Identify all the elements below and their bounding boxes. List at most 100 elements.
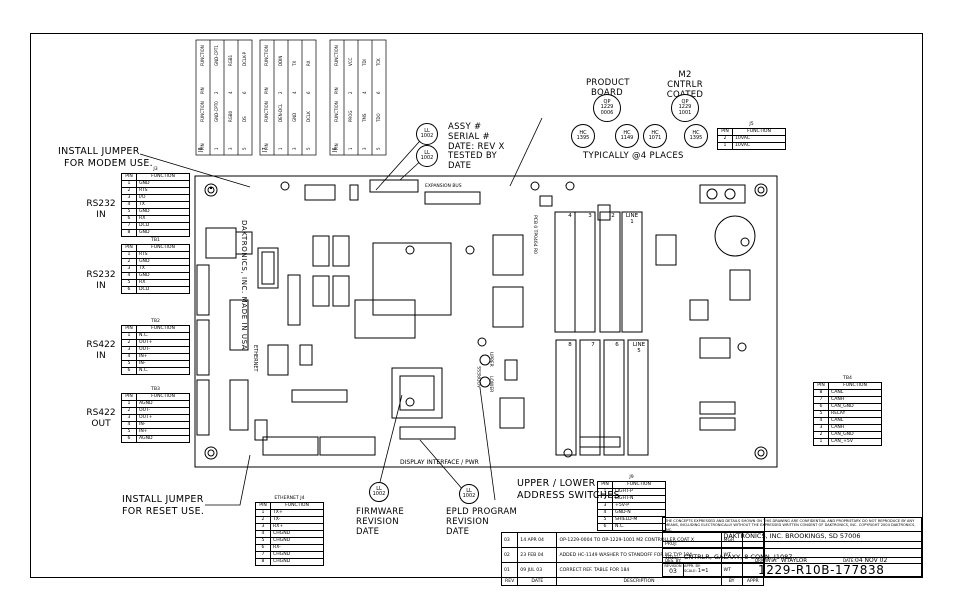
rotated-cell: TCK [376,58,381,66]
connector-number: 7 [591,342,595,348]
pin-number: 2 [121,187,137,195]
rotated-cell: PIN [334,87,339,94]
date-label: DATE: [843,558,855,563]
pin-number: 1 [121,332,137,340]
pin-function: OUT+ [136,339,190,347]
pin-function: RX [136,279,190,287]
pin-function: DCD [136,286,190,294]
rotated-cell: 3 [228,147,233,150]
revision-header-cell: DESCRIPTION [556,577,722,586]
pin-function: RX- [270,544,324,552]
rotated-cell: FUNCTION [200,45,205,66]
revision-cell: 01 [500,562,519,578]
rotated-cell: FUNCTION [334,101,339,122]
pin-number: 2 [121,407,137,415]
rotated-cell: 2 [278,91,283,94]
pin-table-title: TB2 [151,319,160,324]
pin-function: IN+ [136,353,190,361]
pin-number: 6 [255,544,271,552]
des-label: DES. BY: [665,558,682,563]
connector-number: 8 [568,342,572,348]
pin-number: 8 [121,229,137,237]
pin-function: RTS [136,251,190,259]
pin-table-header: PIN [717,128,733,136]
board-maker-text: DAKTRONICS, INC. MADE IN USA [240,220,248,351]
firmware-bubble: LL 1002 [369,482,389,502]
rotated-cell: PIN [200,143,205,150]
pin-function: CAN_GND [828,431,882,439]
revision-label: REVISION [664,564,682,568]
pin-function: IN- [136,360,190,368]
rotated-cell: FUNCTION [200,101,205,122]
revision-value: 03 [669,568,677,575]
pin-number: 5 [121,428,137,436]
pin-function: 10VAC [732,135,786,143]
epld-bubble: LL 1002 [459,484,479,504]
drawing-title: CNTRLR, GALAXY, 8 CONN, J1087 [683,553,793,561]
pin-table-header: FUNCTION [136,173,190,181]
rotated-cell: 3 [292,147,297,150]
side-label: RS232 IN [86,199,116,220]
connector-number: 2 [611,213,615,219]
revision-cell: REVISION 03 [663,564,684,576]
pin-table-j7: J7 [262,42,314,152]
pin-number: 1 [597,488,613,496]
drawing-frame [30,33,923,578]
fiber-label: PCB 0 TP0464 R0 [532,215,537,255]
pin-function: IN+ [136,428,190,436]
pin-table-title: TB1 [151,238,160,243]
pin-table-header: FUNCTION [828,382,882,390]
pin-number: 2 [597,495,613,503]
pin-function: OUT+ [136,414,190,422]
rotated-cell: RX [306,60,311,66]
pin-function: RTS [136,187,190,195]
rotated-cell: 4 [362,91,367,94]
rotated-cell: 1 [214,147,219,150]
side-label: RS422 OUT [86,408,116,429]
pin-number: 4 [121,272,137,280]
connector-number: 6 [615,342,619,348]
typically-note: TYPICALLY @4 PLACES [583,151,684,161]
pin-number: 5 [813,410,829,418]
revision-cell: 09 JUL 03 [517,562,558,578]
drawn-by: WTAYLOR [781,558,808,564]
pin-function: DCD [136,222,190,230]
rotated-cell: 4 [292,91,297,94]
rotated-cell: 5 [376,147,381,150]
rotated-cell: RGB1 [228,54,233,66]
pin-function: GND [136,180,190,188]
pin-function: 10VAC [732,142,786,150]
pin-function: CHGND [270,558,324,566]
pin-table-title: J3 [153,167,158,172]
pin-number: 6 [121,435,137,443]
rotated-cell: TMS [362,113,367,122]
rotated-cell: VCC [348,57,353,66]
pin-table-header: PIN [597,481,613,489]
rotated-cell: PROG [348,110,353,122]
revision-header-cell: DATE [517,577,558,586]
title-label: TITLE: [665,556,679,561]
revision-header-cell: APPR [741,577,765,586]
rotated-cell: DDIN [278,55,283,66]
rotated-cell: PIN [200,87,205,94]
pin-table-title: ETHERNET J4 [274,496,305,501]
